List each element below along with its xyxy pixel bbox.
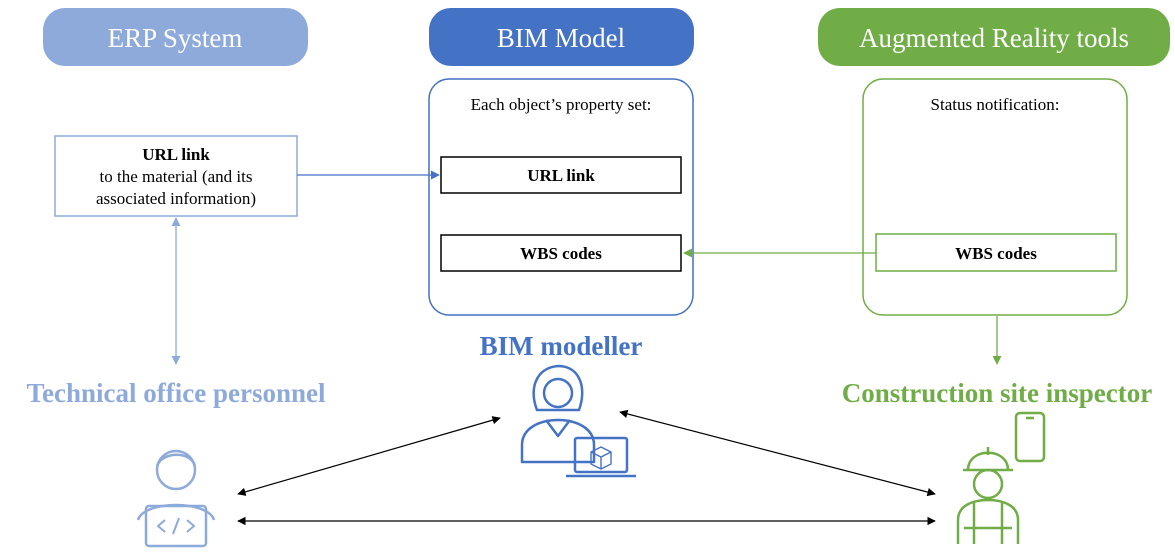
- ar-header-label: Augmented Reality tools: [859, 23, 1129, 53]
- bim-url-field-label: URL link: [527, 166, 595, 185]
- ar-wbs-field: [875, 233, 1117, 272]
- technical-office-label: Technical office personnel: [27, 378, 326, 408]
- bim-header-label: BIM Model: [497, 23, 625, 53]
- modeller-inspector-arrow: [619, 409, 936, 497]
- bim-modeller-label: BIM modeller: [480, 331, 643, 361]
- erp-header-label: ERP System: [108, 23, 243, 53]
- worker-with-hardhat-phone-icon: [956, 411, 1046, 544]
- ar-wbs-field-label: WBS codes: [955, 244, 1037, 263]
- developer-with-laptop-code-icon: [136, 449, 216, 548]
- erp-url-title: URL link: [142, 145, 210, 164]
- ar-status-caption: Status notification:: [931, 95, 1060, 114]
- bim-property-caption: Each object’s property set:: [471, 95, 652, 114]
- bim-wbs-field-label: WBS codes: [520, 244, 602, 263]
- erp-url-line2: to the material (and its: [100, 167, 253, 186]
- bim-url-field: [440, 156, 682, 194]
- ar-status-box: Status notification: WBS codes: [862, 78, 1128, 316]
- erp-url-box: URL link to the material (and its associ…: [54, 135, 298, 217]
- site-inspector-label: Construction site inspector: [842, 378, 1152, 408]
- woman-with-laptop-cube-icon: [520, 364, 636, 478]
- ar-header: Augmented Reality tools: [818, 8, 1170, 66]
- erp-header: ERP System: [43, 8, 308, 66]
- bim-header: BIM Model: [429, 8, 694, 66]
- personnel-modeller-arrow: [237, 416, 501, 496]
- erp-url-line3: associated information): [96, 189, 256, 208]
- bim-property-box: Each object’s property set: URL link WBS…: [428, 78, 694, 316]
- bim-wbs-field: [440, 234, 682, 272]
